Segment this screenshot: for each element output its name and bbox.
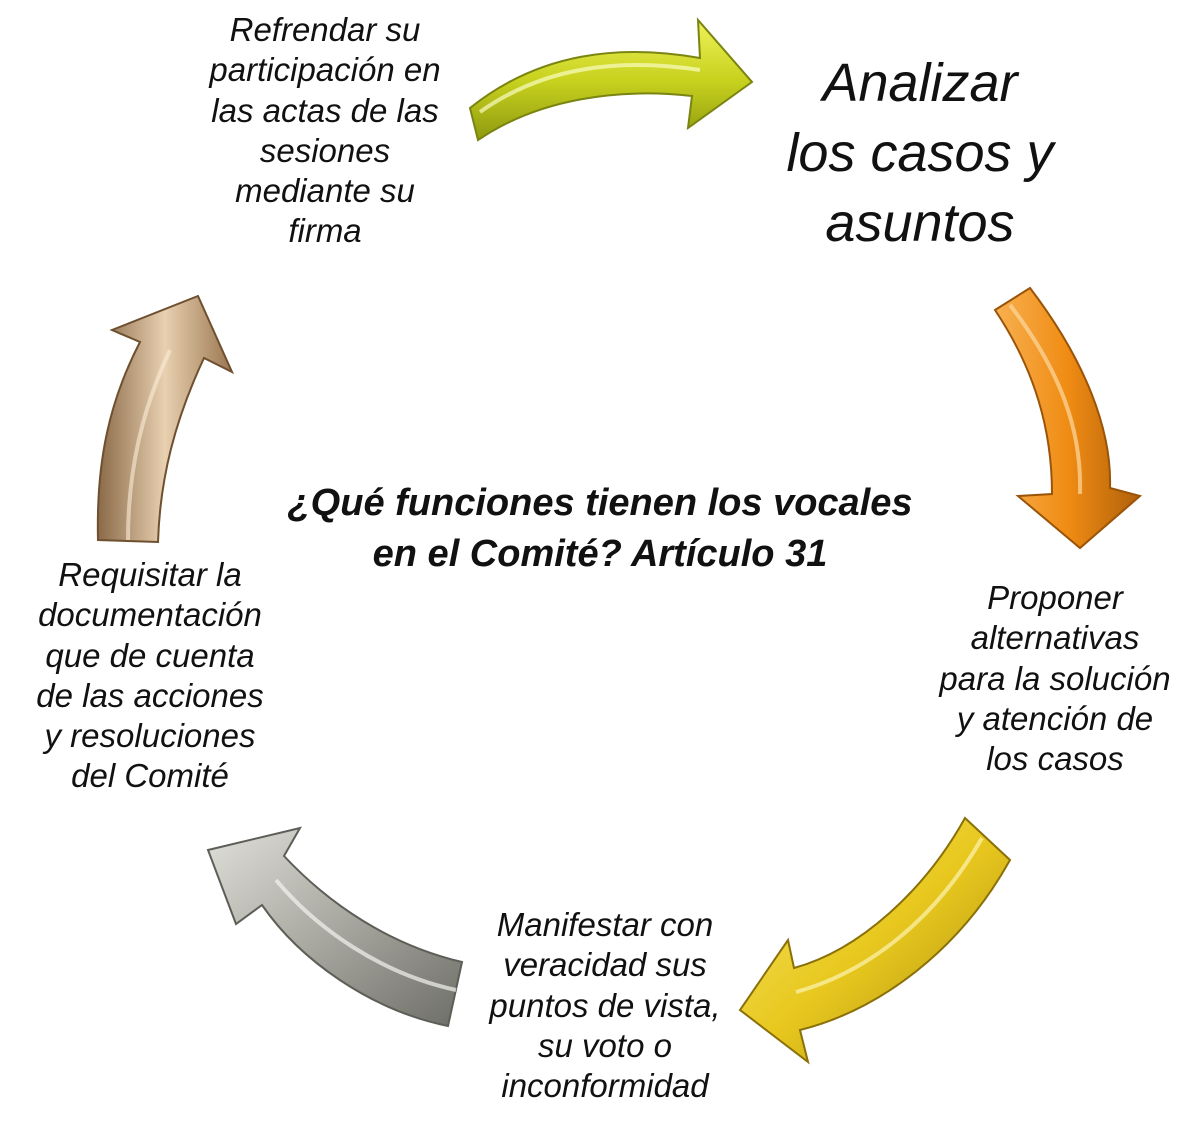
node-analizar: Analizar los casos y asuntos <box>786 53 1054 254</box>
node-proponer: Proponer alternativas para la solución y… <box>939 579 1171 777</box>
node-requisitar: Requisitar la documentación que de cuent… <box>36 556 264 795</box>
node-refrendar: Refrendar su participación en las actas … <box>209 11 441 250</box>
arrow-requisitar-to-refrendar <box>96 294 235 544</box>
node-manifestar: Manifestar con veracidad sus puntos de v… <box>489 906 721 1104</box>
center-title: ¿Qué funciones tienen los vocales en el … <box>287 482 913 576</box>
arrow-manifestar-to-requisitar <box>206 826 464 1028</box>
arrow-proponer-to-manifestar <box>738 816 1012 1065</box>
arrow-analizar-to-proponer <box>993 286 1143 550</box>
arrow-refrendar-to-analizar <box>468 17 754 142</box>
